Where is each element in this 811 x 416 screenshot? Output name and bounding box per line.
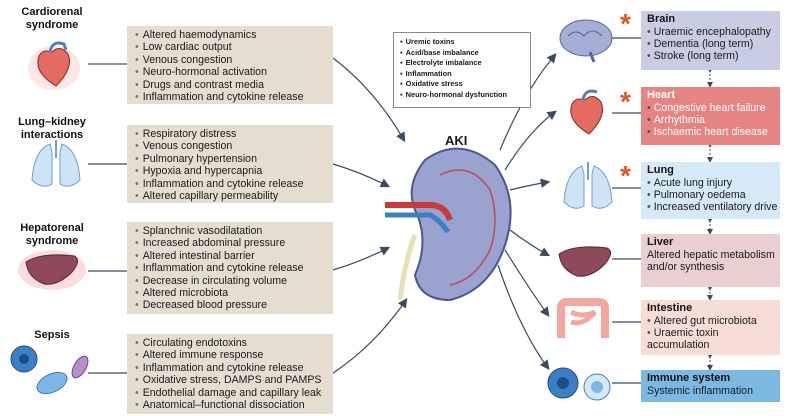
organ-title: Heart <box>647 89 676 101</box>
list-item: Oxidative stress, DAMPS and PAMPS <box>135 374 327 386</box>
toxin-legend-box: Uremic toxins Acid/base imbalance Electr… <box>393 32 531 108</box>
list-item: Anatomical–functional dissociation <box>135 399 327 411</box>
list-item: Splanchnic vasodilatation <box>135 225 327 237</box>
toxin-item: Oxidative stress <box>400 79 526 90</box>
arrow-sepsis <box>332 298 408 374</box>
list-item: Altered intestinal barrier <box>135 250 327 262</box>
list-item: Inflammation and cytokine release <box>135 362 327 374</box>
left-title-cardiorenal: Cardiorenal syndrome <box>21 6 83 31</box>
arrow-to-intestine <box>504 249 550 317</box>
list-item: Altered hepatic metabolism and/or synthe… <box>647 249 775 274</box>
list-item: Altered capillary permeability <box>135 190 327 202</box>
lung-kidney-box: Respiratory distress Venous congestion P… <box>127 125 333 203</box>
arrow-to-immune <box>497 264 550 370</box>
asterisk-icon: * <box>620 86 631 117</box>
arrow-hepatorenal <box>332 246 391 271</box>
organ-title: Brain <box>647 13 676 25</box>
brain-box: Brain Uraemic encephalopathy Dementia (l… <box>641 11 780 70</box>
list-item: Endothelial damage and capillary leak <box>135 387 327 399</box>
heart-box: Heart Congestive heart failure Arrhythmi… <box>641 87 780 145</box>
toxin-item: Uremic toxins <box>400 37 526 48</box>
toxin-item: Electrolyte imbalance <box>400 58 526 69</box>
arrow-cardiorenal <box>332 57 406 143</box>
arrow-lung-kidney <box>332 163 391 188</box>
lungs-icon <box>563 162 613 209</box>
list-item: Inflammation and cytokine release <box>135 91 327 103</box>
list-item: Stroke (long term) <box>647 50 775 62</box>
organ-title: Immune system <box>647 372 731 384</box>
bacteria-icon <box>10 345 89 395</box>
intestine-icon <box>557 298 609 338</box>
brain-icon <box>559 19 613 63</box>
list-item: Hypoxia and hypercapnia <box>135 165 327 177</box>
list-item: Inflammation and cytokine release <box>135 262 327 274</box>
arrow-to-lung <box>509 178 551 191</box>
list-item: Decrease in circulating volume <box>135 275 327 287</box>
organ-title: Liver <box>647 236 674 248</box>
list-item: Uraemic encephalopathy <box>647 26 775 38</box>
list-item: Pulmonary hypertension <box>135 153 327 165</box>
arrow-to-heart <box>504 110 557 171</box>
list-item: Increased abdominal pressure <box>135 237 327 249</box>
list-item: Increased ventilatory drive <box>647 201 778 213</box>
heart-icon <box>570 89 603 135</box>
list-item: Ischaemic heart disease <box>647 126 775 138</box>
left-title-lung-kidney: Lung–kidney interactions <box>18 116 86 141</box>
asterisk-icon: * <box>620 160 631 191</box>
list-item: Neuro-hormonal activation <box>135 66 327 78</box>
list-item: Respiratory distress <box>135 128 327 140</box>
list-item: Dementia (long term) <box>647 38 775 50</box>
toxin-item: Neuro-hormonal dysfunction <box>400 90 526 101</box>
intestine-box: Intestine Altered gut microbiota Uraemic… <box>641 300 780 355</box>
cardiorenal-box: Altered haemodynamics Low cardiac output… <box>127 26 333 104</box>
list-item: Altered haemodynamics <box>135 29 327 41</box>
sepsis-box: Circulating endotoxins Altered immune re… <box>127 334 333 414</box>
liver-box: Liver Altered hepatic metabolism and/or … <box>641 234 780 287</box>
list-item: Inflammation and cytokine release <box>135 178 327 190</box>
list-item: Venous congestion <box>135 54 327 66</box>
list-item: Pulmonary oedema <box>647 189 775 201</box>
immune-system-box: Immune system Systemic inflammation <box>641 370 780 402</box>
toxin-item: Inflammation <box>400 69 526 80</box>
organ-title: Lung <box>647 164 674 176</box>
liver-icon <box>558 246 611 277</box>
kidney-icon <box>385 147 512 302</box>
lung-box: Lung Acute lung injury Pulmonary oedema … <box>641 162 780 219</box>
left-title-sepsis: Sepsis <box>34 329 70 341</box>
list-item: Drugs and contrast media <box>135 79 327 91</box>
list-item: Low cardiac output <box>135 41 327 53</box>
list-item: Altered gut microbiota <box>647 315 775 327</box>
immune-cells-icon <box>547 367 611 401</box>
list-item: Venous congestion <box>135 140 327 152</box>
list-item: Uraemic toxin accumulation <box>647 327 775 351</box>
list-item: Decreased blood pressure <box>135 299 327 311</box>
hepatorenal-box: Splanchnic vasodilatation Increased abdo… <box>127 222 333 314</box>
organ-title: Intestine <box>647 302 693 314</box>
list-item: Altered immune response <box>135 349 327 361</box>
heart-icon <box>28 41 80 90</box>
list-item: Arrhythmia <box>647 114 775 126</box>
list-item: Altered microbiota <box>135 287 327 299</box>
list-item: Circulating endotoxins <box>135 337 327 349</box>
aki-label: AKI <box>445 133 468 148</box>
list-item: Congestive heart failure <box>647 102 775 114</box>
lungs-icon <box>31 140 81 187</box>
list-item: Acute lung injury <box>647 177 775 189</box>
toxin-item: Acid/base imbalance <box>400 48 526 59</box>
list-item: Systemic inflammation <box>647 385 753 397</box>
asterisk-icon: * <box>620 8 631 39</box>
left-title-hepatorenal: Hepatorenal syndrome <box>20 222 84 247</box>
liver-icon <box>18 250 86 290</box>
arrow-to-liver <box>509 229 551 257</box>
